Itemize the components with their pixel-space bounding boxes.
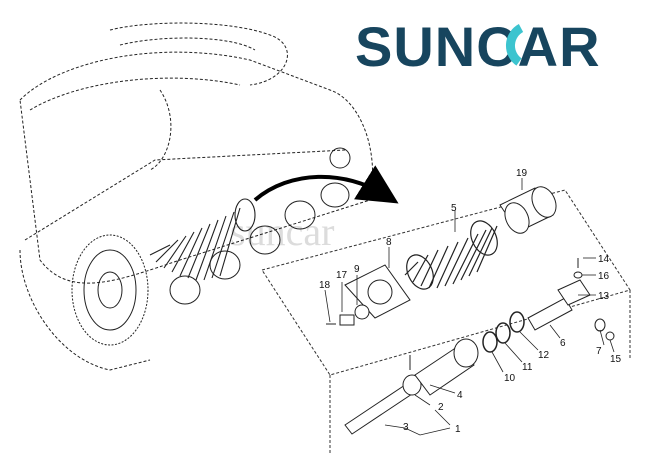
logo-graphic: SUNCAR [355,15,601,78]
label-4: 4 [457,390,463,401]
washers-10-11-12 [482,311,525,353]
label-6: 6 [560,338,566,349]
part-1-4-rod-assembly [344,338,479,435]
label-7: 7 [596,346,602,357]
label-14: 14 [598,254,610,265]
label-3: 3 [403,422,409,433]
watermark-text: suncar [230,209,334,254]
part-19-sleeve [499,186,557,234]
logo-accent-icon [505,24,524,66]
label-9: 9 [354,264,360,275]
label-18: 18 [319,280,331,291]
part-number-labels: 19 5 8 17 9 18 14 16 13 6 7 15 12 11 10 … [319,168,622,435]
logo-text: SUNCAR [355,15,601,72]
direction-arrow [253,165,399,204]
label-19: 19 [516,168,528,179]
label-11: 11 [522,362,533,373]
leader-lines [324,178,615,436]
installed-spring [149,198,256,281]
label-15: 15 [610,354,622,365]
label-8: 8 [386,237,392,248]
label-1: 1 [455,424,461,435]
brand-logo: SUNCAR [355,14,640,78]
track-frame-outline [19,22,374,371]
label-17: 17 [336,270,348,281]
label-5: 5 [451,203,457,214]
part-5-spring [404,220,498,290]
label-16: 16 [598,271,610,282]
idler-wheel [71,234,149,346]
small-parts-9-17-18 [326,304,370,326]
part-8-bracket [344,264,411,319]
track-rollers [169,147,351,305]
label-2: 2 [438,402,444,413]
label-10: 10 [504,373,516,384]
label-13: 13 [598,291,610,302]
label-12: 12 [538,350,550,361]
